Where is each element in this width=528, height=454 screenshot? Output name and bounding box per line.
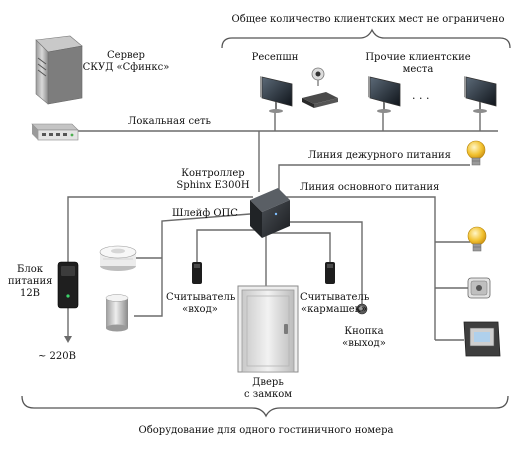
standby-power-line [278,164,470,190]
smoke-detector-icon [99,245,137,271]
reception-label: Ресепшн [251,52,299,63]
other-clients-line1: Прочие клиентские [365,52,471,63]
controller-label-line1: Контроллер [181,168,245,179]
server-label-line2: СКУД «Сфинкс» [82,62,170,73]
reader-in-label: Считыватель «вход» [166,292,236,316]
controller-label: Контроллер Sphinx E300H [168,168,258,192]
psu-label: Блок питания 12В [8,264,52,300]
other-clients-line2: места [402,64,434,75]
server-icon [35,35,83,105]
reader-pocket-line1: Считыватель [300,292,370,303]
exit-button-line2: «выход» [342,338,386,349]
room-equipment-brace [21,395,509,418]
reader-pocket-line2: «кармашек» [300,304,368,315]
reader-in-line2: «вход» [182,304,218,315]
fire-loop-line [134,213,251,317]
server-label: Сервер СКУД «Сфинкс» [80,50,172,74]
client-places-note: Общее количество клиентских мест не огра… [231,14,505,25]
door-label: Дверь с замком [236,377,300,401]
card-reader-icon [192,262,202,284]
other-clients-label: Прочие клиентские места [356,52,480,76]
psu-label-line3: 12В [19,288,41,299]
light-bulb-icon [467,226,487,252]
exit-button-label: Кнопка «выход» [338,326,390,350]
more-clients-ellipsis: · · · [412,92,430,105]
light-bulb-icon [466,140,486,166]
card-reader-icon [325,262,335,284]
monitor-icon [464,76,497,113]
server-label-line1: Сервер [107,50,145,61]
mains-label: ~ 220В [38,351,76,362]
local-network-label: Локальная сеть [128,116,211,127]
thermostat-icon [467,277,491,299]
exit-button-icon [356,303,368,315]
power-supply-icon [57,261,79,309]
psu-to-controller-line [67,196,253,262]
card-holder-pocket-icon [463,321,501,357]
client-places-brace [221,28,511,49]
wiring [60,110,498,343]
door-label-line2: с замком [243,389,293,400]
psu-label-line1: Блок [17,264,43,275]
heat-detector-icon [105,294,129,332]
reader-pocket-line [270,232,331,262]
exit-button-line [282,221,363,304]
door-label-line1: Дверь [252,377,284,388]
monitor-icon [368,76,401,113]
exit-button-line1: Кнопка [344,326,384,337]
room-equipment-label: Оборудование для одного гостиничного ном… [138,425,394,436]
card-encoder-icon [302,92,338,108]
webcam-icon [311,67,325,86]
reader-pocket-label: Считыватель «кармашек» [300,292,370,316]
standby-power-label: Линия дежурного питания [308,150,451,161]
controller-icon [250,188,290,238]
reader-in-line1: Считыватель [166,292,236,303]
network-switch-icon [31,123,79,141]
door-icon [237,285,299,373]
mains-arrow [64,336,72,343]
main-power-line [285,196,436,340]
main-power-label: Линия основного питания [300,182,440,193]
controller-label-line2: Sphinx E300H [176,180,250,191]
fire-loop-label: Шлейф ОПС [172,208,238,219]
reader-in-line [196,229,262,262]
monitor-icon [260,76,293,113]
psu-label-line2: питания [8,276,53,287]
